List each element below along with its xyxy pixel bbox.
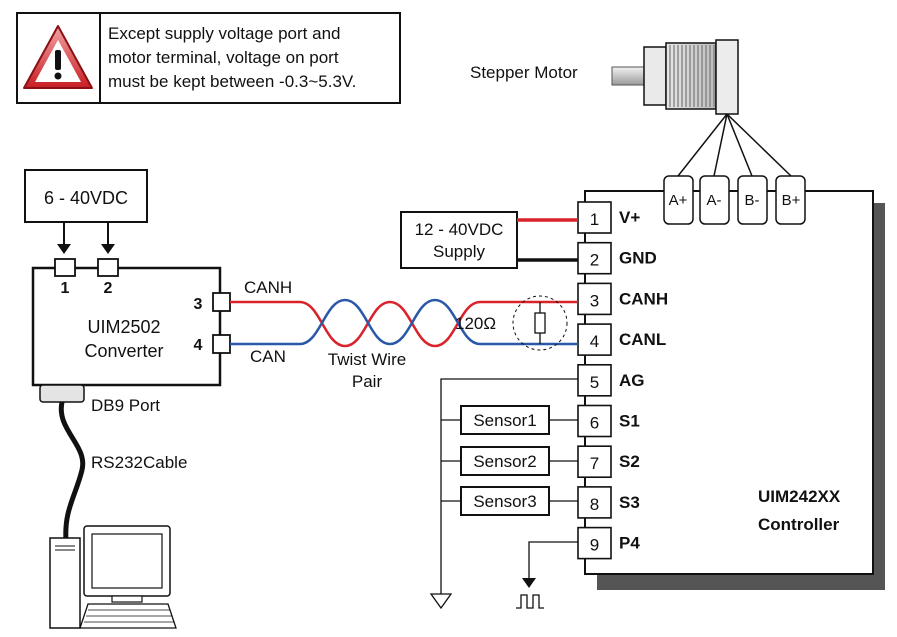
terminal-a-minus xyxy=(699,175,730,225)
converter-port-3 xyxy=(212,292,231,312)
controller-pin-8-number: 8 xyxy=(590,495,599,514)
canl-wire xyxy=(230,298,578,346)
controller-pin-8 xyxy=(577,486,612,519)
terminal-b-plus xyxy=(775,175,806,225)
sensor-3-label: Sensor3 xyxy=(473,492,536,511)
terminal-a-minus-label: A- xyxy=(707,192,722,209)
controller-pin-7-label: S2 xyxy=(619,452,640,471)
twist-pair-label-line-1: Twist Wire xyxy=(328,350,406,369)
cable-label: RS232Cable xyxy=(91,453,187,472)
twist-pair-label-line-2: Pair xyxy=(352,372,383,391)
resistor-label: 120Ω xyxy=(455,314,496,333)
sensor-3: Sensor3 xyxy=(460,486,550,516)
controller-pin-3-label: CANH xyxy=(619,289,668,308)
can-bus: CANH CAN Twist Wire Pair 120Ω xyxy=(230,278,578,391)
controller-pin-5-number: 5 xyxy=(590,373,599,392)
controller-pin-2 xyxy=(577,241,612,275)
arrow-down-icon xyxy=(57,244,71,254)
controller-pin-6 xyxy=(577,404,612,438)
sensor-1-label: Sensor1 xyxy=(473,411,536,430)
converter-name-line-2: Converter xyxy=(84,341,163,361)
warning-icon xyxy=(23,25,93,89)
db9-port xyxy=(39,384,85,403)
motor-leads xyxy=(677,113,792,177)
controller-pin-9 xyxy=(577,526,612,560)
converter-pin-1-label: 1 xyxy=(61,280,70,297)
motor-label: Stepper Motor xyxy=(470,63,578,82)
sensor-2: Sensor2 xyxy=(460,446,550,476)
supply-label-line-1: 12 - 40VDC xyxy=(415,220,504,239)
controller-pin-1-number: 1 xyxy=(590,210,599,229)
rs232-cable xyxy=(58,401,86,541)
dc-supply: 12 - 40VDC Supply xyxy=(400,211,578,269)
resistor-icon xyxy=(534,312,546,334)
power-input: 6 - 40VDC xyxy=(24,169,148,254)
controller-pins: 1 V+ 2 GND 3 CANH 4 CANL 5 AG 6 S1 7 S2 8 S3 9 P4 xyxy=(577,201,668,560)
controller-pin-5-label: AG xyxy=(619,371,645,390)
terminal-a-plus-label: A+ xyxy=(669,192,688,209)
canh-wire xyxy=(230,300,578,348)
canl-label: CAN xyxy=(250,347,286,366)
terminal-a-plus xyxy=(663,175,694,225)
sensor-1: Sensor1 xyxy=(460,405,550,435)
motor-terminals: A+ A- B- B+ xyxy=(663,175,806,225)
converter-name-line-1: UIM2502 xyxy=(87,317,160,337)
converter-port-3-label: 3 xyxy=(194,296,203,313)
pulse-signal-icon xyxy=(516,594,544,609)
sensor-2-label: Sensor2 xyxy=(473,452,536,471)
terminal-b-minus xyxy=(737,175,768,225)
controller-pin-1-label: V+ xyxy=(619,208,640,227)
controller-pin-7-number: 7 xyxy=(590,454,599,473)
controller-pin-5 xyxy=(577,363,612,397)
controller-name-line-2: Controller xyxy=(758,515,840,534)
warning-text-line-1: Except supply voltage port and xyxy=(108,24,340,43)
sensor-wiring xyxy=(440,378,578,594)
converter-port-4 xyxy=(212,334,231,354)
controller-pin-6-number: 6 xyxy=(590,414,599,433)
controller-pin-3 xyxy=(577,282,612,316)
controller-pin-1 xyxy=(577,201,612,234)
controller-name-line-1: UIM242XX xyxy=(758,487,841,506)
power-input-label: 6 - 40VDC xyxy=(44,188,128,208)
converter-pin-1 xyxy=(54,258,76,277)
controller-pin-6-label: S1 xyxy=(619,412,640,431)
controller-pin-3-number: 3 xyxy=(590,291,599,310)
db9-port-label: DB9 Port xyxy=(91,396,160,415)
controller-pin-4-label: CANL xyxy=(619,330,666,349)
controller-pin-8-label: S3 xyxy=(619,493,640,512)
converter-port-4-label: 4 xyxy=(194,337,203,354)
controller-pin-4-number: 4 xyxy=(590,332,599,351)
warning-text-line-3: must be kept between -0.3~5.3V. xyxy=(108,72,356,91)
computer-icon xyxy=(49,525,177,629)
arrow-down-icon xyxy=(522,578,536,588)
controller-pin-9-number: 9 xyxy=(590,536,599,555)
terminal-b-minus-label: B- xyxy=(745,192,760,209)
supply-label-line-2: Supply xyxy=(433,242,485,261)
controller-pin-9-label: P4 xyxy=(619,534,640,553)
controller-pin-4 xyxy=(577,323,612,356)
controller-pin-2-number: 2 xyxy=(590,251,599,270)
converter-block: 1 2 UIM2502 Converter 3 4 DB9 Port RS232… xyxy=(31,258,231,541)
controller-pin-2-label: GND xyxy=(619,249,657,268)
resistor-highlight xyxy=(512,295,568,351)
warning-panel: Except supply voltage port and motor ter… xyxy=(16,12,401,104)
controller-block: A+ A- B- B+ 1 V+ 2 GND 3 CANH 4 CANL 5 AG 6 S1 7 S2 8 S… xyxy=(577,175,885,590)
canh-label: CANH xyxy=(244,278,292,297)
terminal-b-plus-label: B+ xyxy=(782,192,801,209)
warning-text-line-2: motor terminal, voltage on port xyxy=(108,48,339,67)
arrow-down-icon xyxy=(101,244,115,254)
ground-symbol-icon xyxy=(429,593,453,610)
stepper-motor: Stepper Motor xyxy=(470,39,792,177)
converter-pin-2-label: 2 xyxy=(104,280,113,297)
converter-pin-2 xyxy=(97,258,119,277)
controller-pin-7 xyxy=(577,445,612,479)
